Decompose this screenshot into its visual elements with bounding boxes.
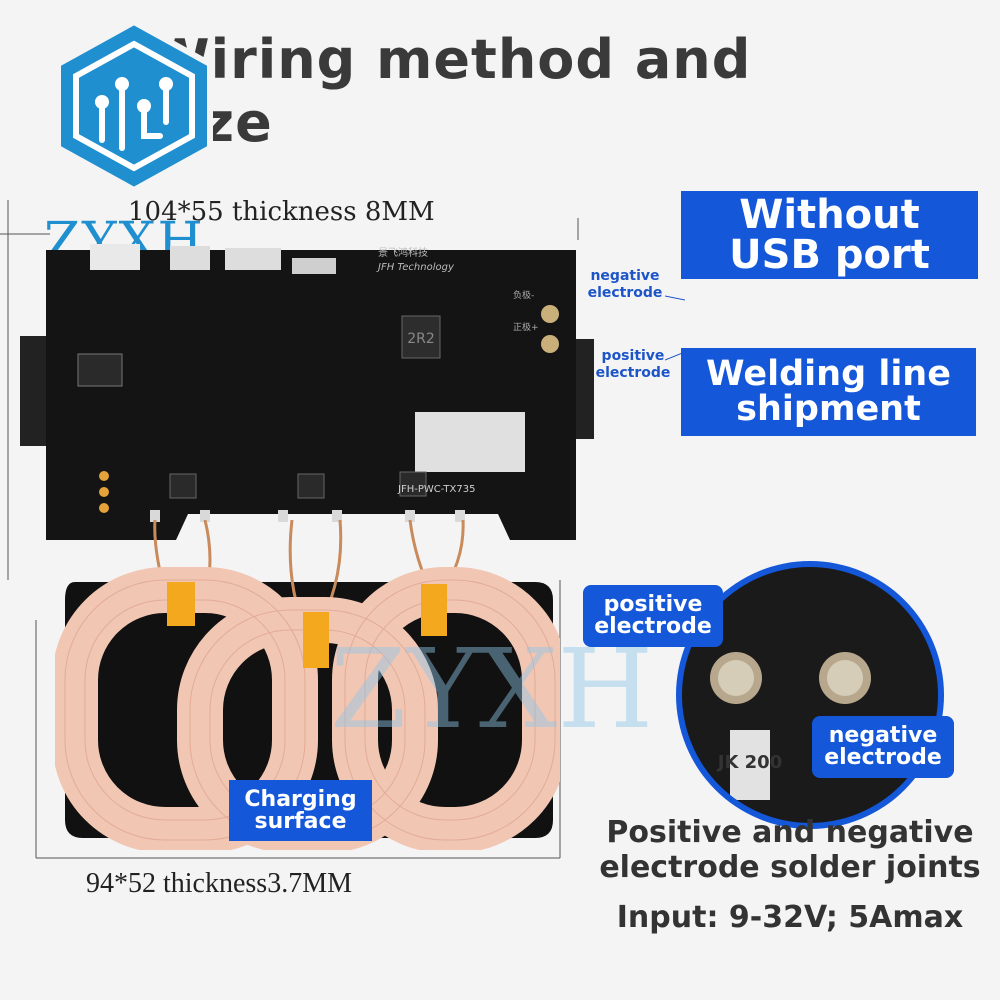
zoom-negative-label: negative electrode bbox=[812, 716, 954, 778]
zoom-neg-line2: electrode bbox=[824, 745, 942, 770]
electrode-leader-lines bbox=[665, 295, 685, 361]
zoom-positive-label: positive electrode bbox=[583, 585, 723, 647]
without-usb-line1: Without bbox=[739, 192, 920, 238]
input-spec-text: Input: 9-32V; 5Amax bbox=[616, 900, 964, 935]
zyxh-logo-icon bbox=[55, 18, 213, 194]
board-model: JFH-PWC-TX735 bbox=[397, 484, 475, 495]
negative-electrode-small-label: negative electrode bbox=[580, 268, 670, 302]
welding-line2: shipment bbox=[736, 389, 921, 429]
neg-small-line1: negative bbox=[590, 268, 660, 284]
negative-pad-icon bbox=[541, 305, 559, 323]
zoom-chip-label: JK 200 bbox=[716, 752, 783, 773]
charging-label-line1: Charging bbox=[244, 786, 357, 812]
solder-joints-caption: Positive and negative electrode solder j… bbox=[590, 815, 990, 885]
welding-label: Welding line shipment bbox=[681, 348, 976, 436]
neg-small-line2: electrode bbox=[587, 284, 663, 301]
zoom-neg-line1: negative bbox=[828, 723, 938, 748]
positive-electrode-small-label: positive electrode bbox=[588, 348, 678, 382]
positive-pad-icon bbox=[541, 335, 559, 353]
board-brand: JFH Technology bbox=[376, 262, 455, 273]
zoom-pos-line1: positive bbox=[603, 592, 703, 617]
inductor-label: 2R2 bbox=[407, 331, 435, 347]
without-usb-line2: USB port bbox=[729, 232, 930, 278]
pad-pos-label: 正极+ bbox=[513, 321, 539, 333]
charging-surface-label: Charging surface bbox=[229, 780, 372, 841]
welding-line1: Welding line bbox=[706, 354, 951, 394]
caption-line1: Positive and negative bbox=[606, 815, 974, 850]
coil-dimension-text: 94*52 thickness3.7MM bbox=[86, 868, 352, 899]
without-usb-label: Without USB port bbox=[681, 191, 978, 279]
pad-neg-label: 负极- bbox=[513, 289, 534, 301]
pos-small-line1: positive bbox=[601, 348, 665, 364]
zoom-pos-line2: electrode bbox=[594, 614, 712, 639]
board-brand-cn: 景飞鸿科技 bbox=[378, 246, 428, 259]
board-dimension-text: 104*55 thickness 8MM bbox=[128, 197, 435, 227]
pcb-board-image: 2R2 景飞鸿科技 JFH Technology JFH-PWC-TX735 负… bbox=[20, 244, 594, 540]
pos-small-line2: electrode bbox=[595, 364, 671, 381]
caption-line2: electrode solder joints bbox=[599, 849, 981, 885]
charging-label-line2: surface bbox=[254, 808, 347, 834]
